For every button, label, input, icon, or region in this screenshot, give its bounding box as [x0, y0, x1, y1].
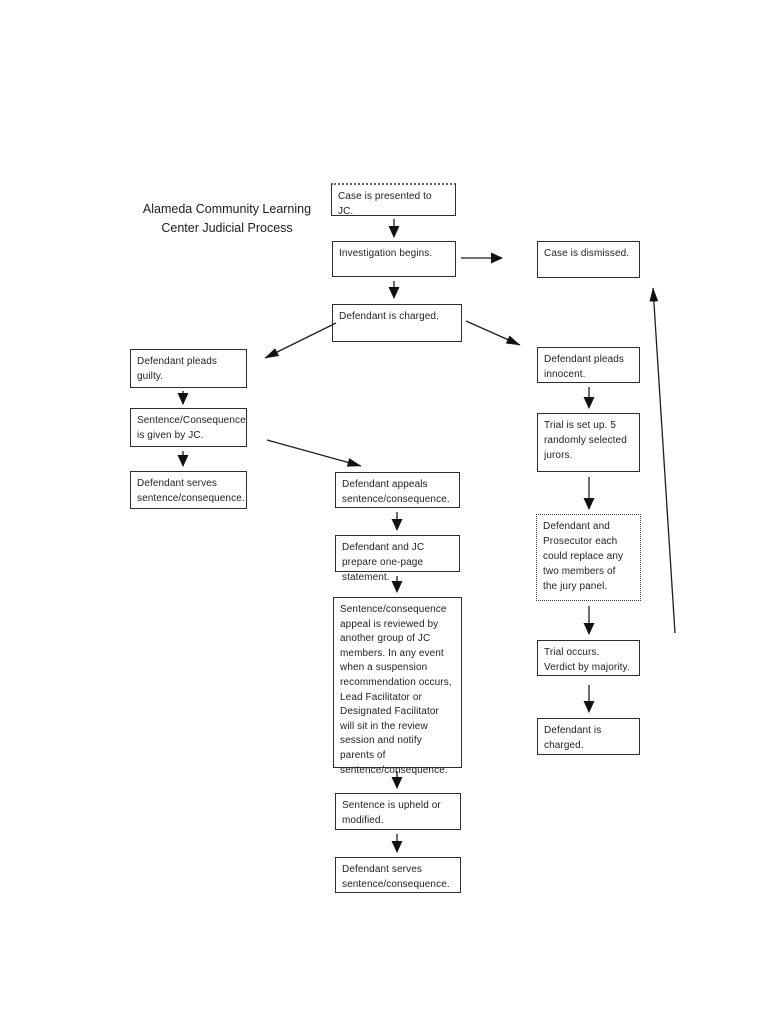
node-appeals: Defendant appeals sentence/consequence. [335, 472, 460, 508]
node-defendant-charged: Defendant is charged. [332, 304, 462, 342]
arrow-long-return-to-dismissed [649, 287, 676, 634]
node-sentence-given: Sentence/Consequence is given by JC. [130, 408, 247, 447]
node-appeal-review: Sentence/consequence appeal is reviewed … [333, 597, 462, 776]
node-case-presented: Case is presented to JC. [331, 183, 456, 217]
node-investigation-begins: Investigation begins. [332, 241, 456, 277]
arrow-charged-to-pleads-innocent [465, 320, 521, 346]
node-trial-occurs: Trial occurs. Verdict by majority. [537, 640, 640, 676]
node-one-page-statement: Defendant and JC prepare one-page statem… [335, 535, 460, 583]
node-pleads-guilty: Defendant pleads guilty. [130, 349, 247, 388]
node-pleads-innocent: Defendant pleads innocent. [537, 347, 640, 383]
node-trial-set-up: Trial is set up. 5 randomly selected jur… [537, 413, 640, 472]
diagram-title: Alameda Community Learning Center Judici… [112, 200, 342, 237]
arrow-charged-to-pleads-guilty [264, 322, 337, 359]
node-defendant-charged-2: Defendant is charged. [537, 718, 640, 755]
node-serves-sentence-left: Defendant serves sentence/consequence. [130, 471, 247, 509]
diagram-title-line1: Alameda Community Learning [142, 202, 312, 216]
diagram-title-line2: Center Judicial Process [161, 220, 293, 235]
arrow-sentence-given-to-appeals [266, 439, 362, 467]
node-sentence-upheld: Sentence is upheld or modified. [335, 793, 461, 830]
node-jury-replacement: Defendant and Prosecutor each could repl… [536, 514, 641, 601]
node-case-dismissed: Case is dismissed. [537, 241, 640, 278]
node-serves-sentence-bottom: Defendant serves sentence/consequence. [335, 857, 461, 893]
